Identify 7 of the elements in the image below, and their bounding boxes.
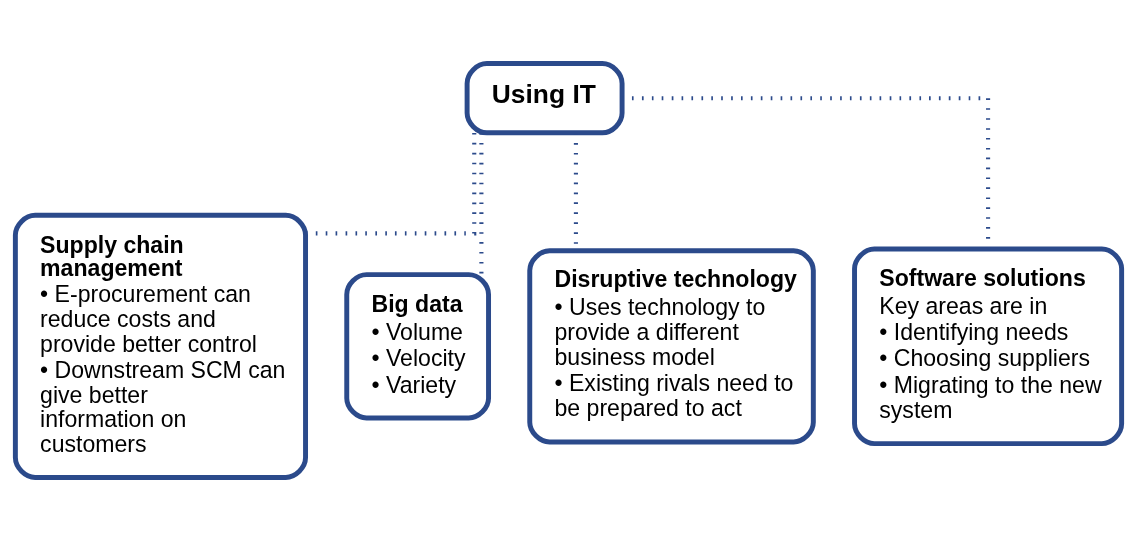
connector [479,133,484,275]
node-box: Supply chain management • E-procurement can reduce costs and provide better control • Downstream SCM can give better information on customers [12,212,308,480]
node-box: Big data • Volume • Velocity • Variety [344,272,491,421]
connector [305,133,477,236]
node-box: Disruptive technology • Uses technology to provide a different business model • Existing rivals need to be prepared to act [527,248,816,445]
node-box: Software solutions Key areas are in • Identifying needs • Choosing suppliers • Migrating to the new system [852,246,1125,447]
node-box: Using IT [464,61,625,136]
